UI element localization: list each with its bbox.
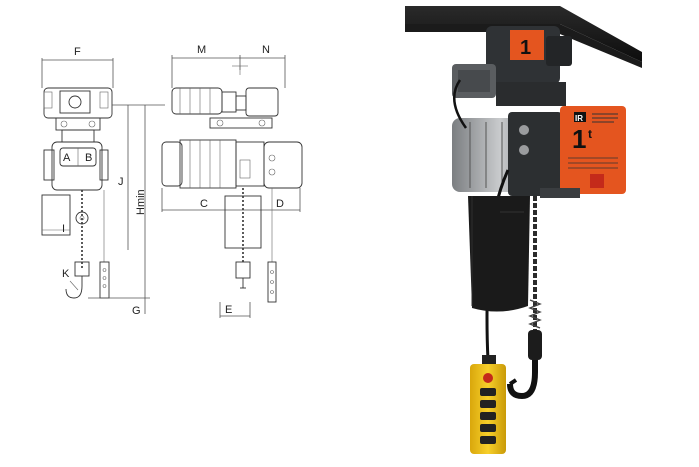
- dim-label-k: K: [62, 268, 70, 280]
- dim-label-d: D: [276, 198, 284, 210]
- beam: [405, 6, 642, 62]
- capacity-value: 1: [572, 124, 586, 154]
- trolley-capacity-label: 1: [520, 37, 531, 59]
- pendant-control-icon: [470, 355, 506, 454]
- dim-label-hmin: Hmin: [135, 189, 147, 215]
- capacity-label-panel: [560, 106, 626, 194]
- dim-label-e: E: [225, 304, 232, 316]
- capacity-unit: t: [588, 127, 592, 141]
- side-view-drawing: M N C D: [161, 44, 303, 318]
- dim-label-i: I: [62, 223, 65, 235]
- dim-label-f: F: [74, 46, 81, 58]
- hook-icon: [507, 330, 542, 400]
- dim-label-g: G: [132, 305, 141, 317]
- chain-icon: [528, 196, 542, 330]
- chain-bag: [468, 196, 530, 312]
- dim-label-b: B: [85, 152, 92, 164]
- dim-label-c: C: [200, 198, 208, 210]
- dim-label-a: A: [63, 152, 71, 164]
- dim-label-j: J: [118, 176, 124, 188]
- dim-label-n: N: [262, 44, 270, 56]
- brand-mark: IR: [575, 114, 583, 123]
- hoist-photo: 1 IR 1 t: [405, 6, 642, 454]
- dim-label-m: M: [197, 44, 206, 56]
- front-view-drawing: F A B I K: [41, 46, 165, 317]
